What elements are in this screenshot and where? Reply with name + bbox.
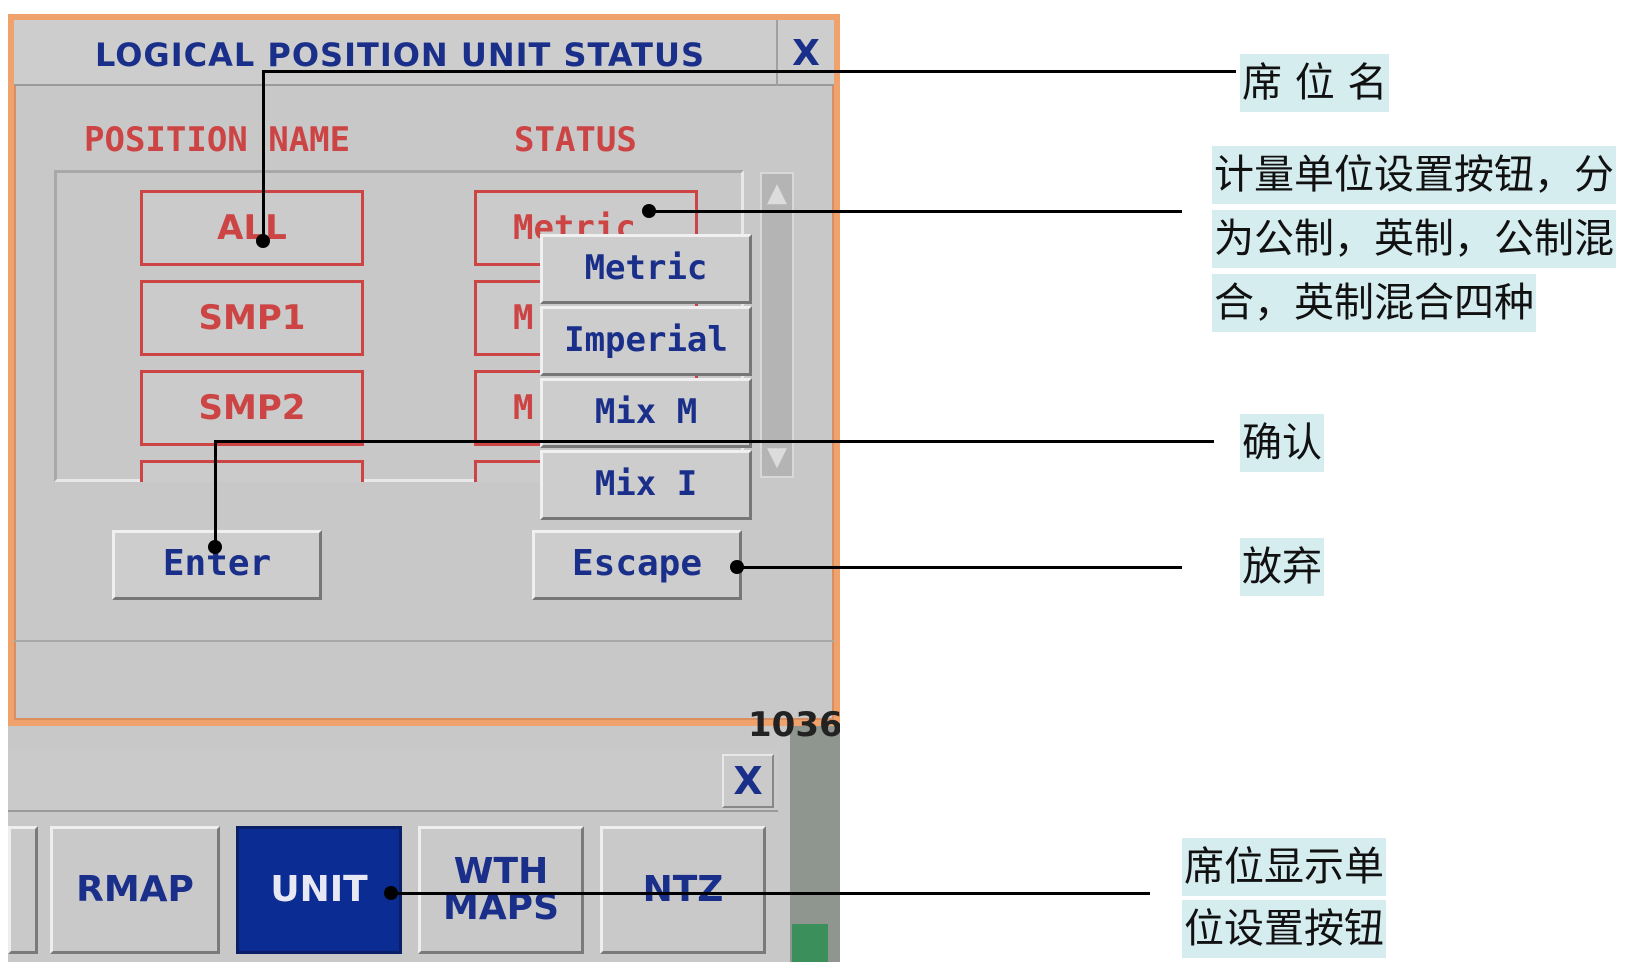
position-button-partial	[140, 460, 364, 482]
note-unit-line1: 计量单位设置按钮，分	[1212, 146, 1616, 204]
note-position-name: 席 位 名	[1240, 54, 1390, 112]
maps-label: MAPS	[443, 887, 559, 928]
note-unit-line3: 合，英制混合四种	[1212, 274, 1536, 332]
position-button-smp2[interactable]: SMP2	[140, 370, 364, 446]
annotation-line	[214, 440, 217, 546]
dialog-titlebar	[14, 20, 834, 86]
annotation-dot	[730, 560, 744, 574]
annotation-dot	[384, 886, 398, 900]
dialog-title: LOGICAL POSITION UNIT STATUS	[94, 36, 706, 74]
wth-label: WTH	[453, 851, 549, 892]
menu-item-mix-m[interactable]: Mix M	[540, 378, 752, 448]
unit-button[interactable]: UNIT	[236, 826, 402, 954]
position-button-all[interactable]: ALL	[140, 190, 364, 266]
toolbar-button-partial[interactable]	[8, 826, 38, 954]
annotation-line	[262, 70, 265, 242]
menu-item-imperial[interactable]: Imperial	[540, 306, 752, 376]
position-button-label: SMP1	[198, 298, 306, 338]
position-button-label: SMP2	[198, 388, 306, 428]
annotation-line	[214, 440, 1214, 443]
note-display-unit-line2: 位设置按钮	[1182, 900, 1386, 958]
annotation-dot	[256, 234, 270, 248]
escape-button[interactable]: Escape	[532, 530, 742, 600]
rmap-button[interactable]: RMAP	[50, 826, 220, 954]
close-icon[interactable]: X	[792, 33, 820, 74]
menu-item-metric[interactable]: Metric	[540, 234, 752, 304]
annotation-line	[262, 70, 1236, 73]
position-name-header: POSITION NAME	[84, 120, 351, 160]
rmap-label: RMAP	[76, 869, 194, 910]
note-confirm: 确认	[1240, 414, 1324, 472]
annotation-line	[736, 566, 1182, 569]
status-button-label: M	[513, 298, 534, 338]
note-display-unit-line1: 席位显示单	[1182, 838, 1386, 896]
status-header: STATUS	[514, 120, 637, 160]
toolbar-titlebar	[8, 748, 778, 812]
radar-number: 1036	[748, 708, 840, 742]
radar-display-edge	[790, 726, 840, 962]
ntz-button[interactable]: NTZ	[600, 826, 766, 954]
note-unit-line2: 为公制，英制，公制混	[1212, 210, 1616, 268]
annotation-line	[390, 892, 1150, 895]
note-abandon: 放弃	[1240, 538, 1324, 596]
ntz-label: NTZ	[642, 869, 724, 910]
position-button-smp1[interactable]: SMP1	[140, 280, 364, 356]
scroll-up-icon[interactable]: ▲	[767, 178, 787, 208]
position-button-label: ALL	[217, 208, 287, 248]
status-bar-divider	[14, 640, 834, 642]
weather-maps-button[interactable]: WTH MAPS	[418, 826, 584, 954]
titlebar-divider	[776, 20, 778, 86]
radar-green-block	[792, 924, 828, 962]
scroll-down-icon[interactable]: ▼	[767, 442, 787, 472]
menu-item-mix-i[interactable]: Mix I	[540, 450, 752, 520]
status-button-label: M	[513, 388, 534, 428]
list-scrollbar[interactable]	[760, 172, 794, 478]
unit-label: UNIT	[270, 869, 368, 910]
annotation-dot	[208, 540, 222, 554]
annotation-line	[648, 210, 1182, 213]
annotation-dot	[642, 204, 656, 218]
close-icon[interactable]: X	[722, 754, 774, 808]
